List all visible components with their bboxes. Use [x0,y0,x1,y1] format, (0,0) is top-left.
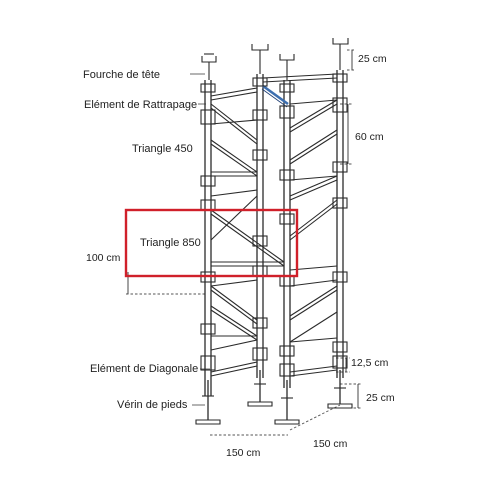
highlight-box-triangle-850 [124,208,299,278]
label-element-de-diagonale: Elément de Diagonale [90,363,198,375]
label-verin-de-pieds: Vérin de pieds [117,399,188,411]
dimension-25cm-top: 25 cm [358,53,387,65]
dimension-150cm-right: 150 cm [313,438,348,450]
label-element-de-rattrapage: Elément de Rattrapage [84,99,197,111]
label-fourche-de-tete: Fourche de tête [83,69,160,81]
vertical-posts [204,70,344,396]
dimension-25cm-bottom: 25 cm [366,392,395,404]
diagonal-braces [210,99,338,351]
fork-heads [201,38,349,80]
couplers [200,73,348,377]
top-brace [261,84,289,108]
label-triangle-450: Triangle 450 [132,143,193,155]
ledgers [210,73,338,377]
base-jacks [195,370,353,425]
dimension-100cm: 100 cm [86,252,121,264]
dimension-150cm-left: 150 cm [226,447,261,459]
dimension-60cm: 60 cm [355,131,384,143]
dimension-12-5cm: 12,5 cm [351,357,389,369]
label-triangle-850: Triangle 850 [140,237,201,249]
